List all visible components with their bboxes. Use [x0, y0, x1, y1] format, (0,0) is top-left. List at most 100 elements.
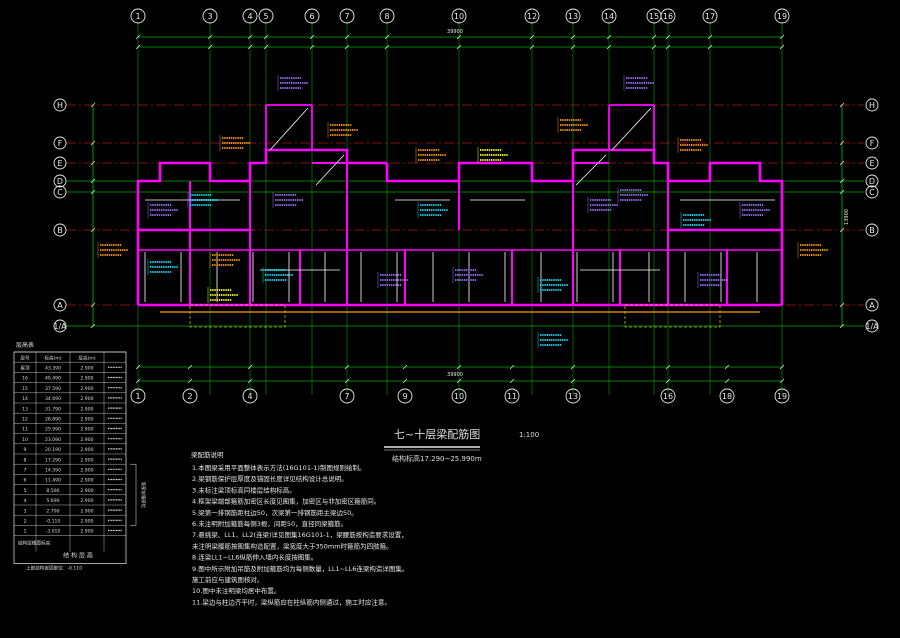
dimension-tick: [665, 44, 671, 50]
wall-line: [575, 154, 607, 186]
table-cell: 14: [22, 396, 28, 402]
dimension-tick: [402, 364, 408, 370]
table-cell: 13: [22, 406, 28, 412]
reinforcement-label: [327, 122, 358, 138]
axis-bubble-top: 1: [130, 8, 146, 24]
reinforcement-label: [277, 75, 308, 91]
side-dimension: 13900: [844, 209, 850, 225]
dimension-tick: [456, 378, 462, 384]
dimension-tick: [247, 364, 253, 370]
dimension-tick: [529, 34, 535, 40]
drawing-title-block: 七~十层梁配筋图 1:100 结构标高17.290~25.990m: [384, 427, 539, 463]
axis-label: 10: [454, 12, 464, 21]
dimension-tick: [665, 378, 671, 384]
dimension-tick: [570, 364, 576, 370]
table-footer-label: 结构层楼面标高: [18, 540, 51, 547]
dimension-tick: [402, 378, 408, 384]
dimension-tick: [207, 34, 213, 40]
axis-label: 1: [135, 12, 140, 21]
overall-dimension-bottom: 39900: [447, 372, 463, 378]
dimension-tick: [724, 364, 730, 370]
axis-bubble-row: A: [53, 298, 67, 312]
table-cell: 2.900: [80, 396, 93, 402]
axis-bubble-row: E: [53, 156, 67, 170]
axis-label: D: [869, 177, 875, 186]
dimension-tick: [651, 34, 657, 40]
axis-bubble-top: 3: [202, 8, 218, 24]
table-cell: 8: [24, 457, 27, 463]
wall-line: [315, 154, 345, 186]
table-cell: 2.900: [80, 488, 93, 494]
dimension-tick: [135, 378, 141, 384]
dimension-tick: [839, 227, 845, 233]
dimension-tick: [90, 102, 96, 108]
dimension-tick: [651, 44, 657, 50]
table-cell: -0.110: [46, 519, 61, 525]
dimension-tick: [384, 44, 390, 50]
axis-label: E: [57, 159, 62, 168]
dimension-tick: [90, 227, 96, 233]
note-line: 施工前应与建筑图核对。: [192, 575, 264, 584]
axis-label: 16: [663, 392, 673, 401]
dimension-tick: [247, 34, 253, 40]
axis-label: F: [870, 139, 875, 148]
axis-label: 10: [454, 392, 464, 401]
wall-line: [269, 107, 309, 151]
axis-bubble-row: D: [53, 174, 67, 188]
axis-label: 18: [722, 392, 732, 401]
reinforcement-label: [219, 135, 250, 151]
axis-label: B: [57, 226, 63, 235]
axis-bubble-row: E: [865, 156, 879, 170]
table-header-cell: 层号: [20, 355, 30, 361]
dimension-tick: [344, 44, 350, 50]
drawing-subtitle: 结构标高17.290~25.990m: [392, 454, 482, 463]
dimension-tick: [344, 34, 350, 40]
reinforcement-label: [623, 75, 654, 91]
dimension-tick: [135, 34, 141, 40]
axis-label: 7: [344, 12, 349, 21]
dimension-tick: [665, 34, 671, 40]
table-cell: 25.990: [45, 427, 61, 433]
table-cell: 2.900: [80, 529, 93, 535]
table-cell: 40.490: [45, 376, 61, 382]
axis-label: 19: [777, 392, 787, 401]
axis-label: 11: [507, 392, 517, 401]
dimension-tick: [529, 44, 535, 50]
table-cell: 15: [22, 386, 28, 392]
axis-label: C: [869, 188, 875, 197]
dimension-tick: [839, 140, 845, 146]
axis-label: 8: [384, 12, 389, 21]
axis-bubble-bottom: 11: [504, 388, 520, 404]
axis-label: 12: [527, 12, 537, 21]
axis-label: 7: [344, 392, 349, 401]
table-cell: 2.900: [80, 427, 93, 433]
table-cell: 3: [24, 508, 27, 514]
reinforcement-label: [187, 192, 218, 208]
axis-bubble-top: 13: [565, 8, 581, 24]
axis-label: A: [57, 301, 63, 310]
reinforcement-label: [587, 197, 618, 213]
table-cell: 2.900: [80, 386, 93, 392]
table-cell: 23.090: [45, 437, 61, 443]
dimension-tick: [839, 189, 845, 195]
table-cell: 16: [22, 376, 28, 382]
axis-bubble-row: H: [865, 98, 879, 112]
table-cell: 2.900: [80, 478, 93, 484]
dimension-tick: [456, 364, 462, 370]
axis-bubble-top: 10: [451, 8, 467, 24]
axis-label: A: [869, 301, 875, 310]
table-cell: 6: [24, 478, 27, 484]
reinforcement-label: [147, 259, 178, 275]
dimension-tick: [135, 364, 141, 370]
table-footer-sub: 结 构 层 高: [63, 552, 93, 560]
reinforcement-label: [739, 202, 770, 218]
axis-label: 15: [649, 12, 659, 21]
table-title: 层高表: [16, 341, 34, 349]
reinforcement-label: [209, 252, 240, 268]
axis-bubble-bottom: 13: [565, 388, 581, 404]
dimension-tick: [707, 44, 713, 50]
axis-bubble-bottom: 10: [451, 388, 467, 404]
